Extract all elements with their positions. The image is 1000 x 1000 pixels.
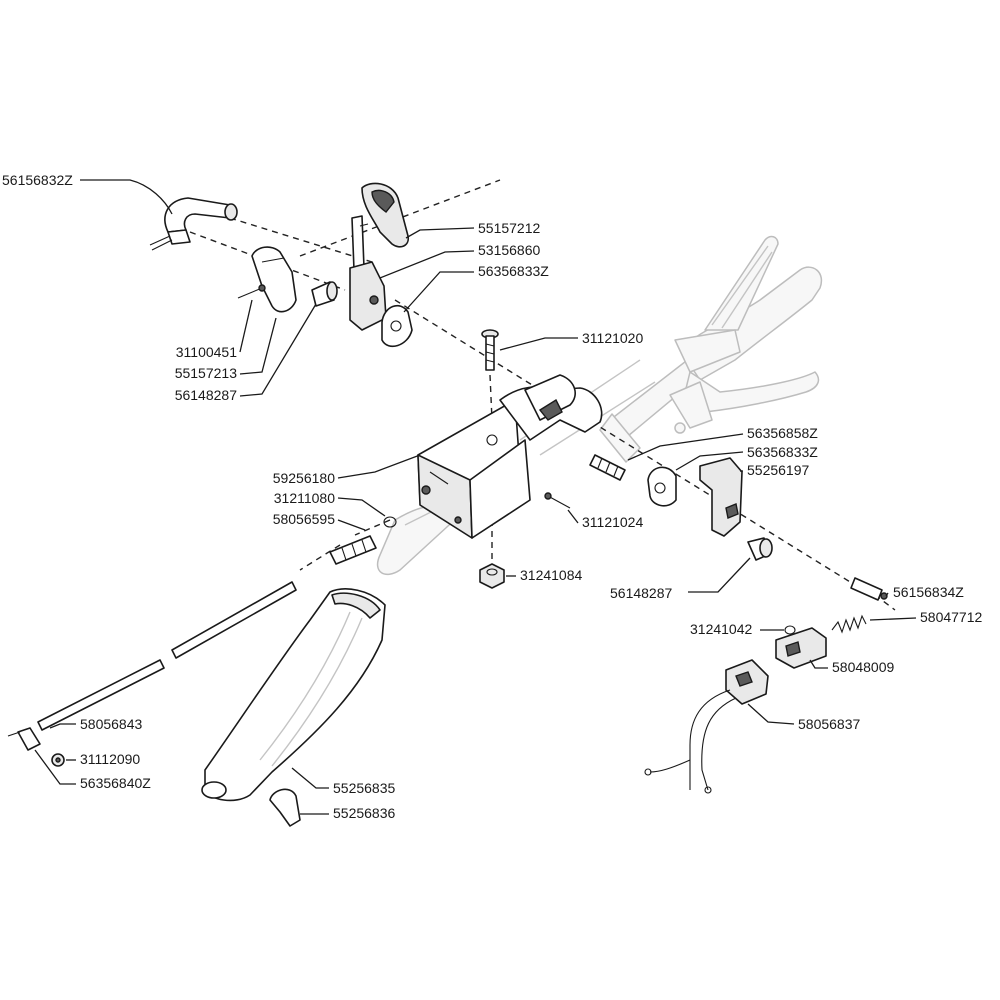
leader-line	[809, 659, 828, 669]
leader-line	[337, 519, 366, 531]
leader-line	[239, 303, 317, 397]
leader-line	[34, 749, 76, 785]
spring-pin-part	[589, 454, 626, 481]
part-number-label: 31112090	[80, 751, 140, 767]
screw-part	[237, 284, 266, 299]
lever-cap-part	[361, 182, 410, 248]
lever-bracket-part	[251, 246, 297, 313]
part-number-label: 31241084	[520, 567, 583, 583]
part-number-label: 31121020	[582, 330, 643, 346]
part-number-label: 56356833Z	[478, 263, 549, 279]
washer-part	[383, 516, 397, 528]
leader-line	[239, 317, 277, 375]
leader-line	[747, 703, 795, 725]
end-pin-part	[850, 577, 888, 601]
leader-line	[675, 451, 744, 471]
part-number-label: 55256197	[747, 462, 810, 478]
part-number-label: 56356858Z	[747, 425, 818, 441]
leader-lines	[34, 179, 917, 815]
leader-line	[239, 299, 253, 353]
leader-line	[885, 592, 889, 597]
part-number-label: 31241042	[690, 621, 753, 637]
part-number-label: 56148287	[175, 387, 238, 403]
part-number-label: 59256180	[273, 470, 336, 486]
leader-line	[337, 454, 421, 479]
handle-ghost-outline	[376, 235, 823, 576]
part-number-label: 58047712	[920, 609, 983, 625]
leader-line	[869, 617, 917, 621]
small-nut-part	[51, 753, 65, 767]
small-washer-part	[784, 625, 796, 635]
spring-part	[831, 614, 867, 634]
part-number-label: 56156832Z	[2, 172, 73, 188]
part-number-label: 58056595	[273, 511, 336, 527]
side-plate-part	[647, 466, 677, 507]
bushing-part	[311, 281, 338, 307]
side-cover-part	[699, 457, 743, 537]
main-housing-part	[417, 374, 603, 539]
part-number-label: 31211080	[274, 490, 335, 506]
washer-plate-part	[381, 304, 413, 348]
part-number-label: 56356840Z	[80, 775, 151, 791]
lever-handle-part	[149, 197, 238, 251]
leader-line	[567, 509, 579, 524]
part-number-label: 31100451	[176, 344, 237, 360]
bolt-part	[329, 535, 377, 565]
part-number-label: 55157213	[175, 365, 238, 381]
leader-line	[337, 497, 386, 517]
part-number-label: 58048009	[832, 659, 895, 675]
leader-line	[80, 179, 173, 215]
leader-line	[403, 271, 474, 313]
leader-line	[379, 250, 475, 279]
part-number-label: 56148287	[610, 585, 673, 601]
part-number-label: 53156860	[478, 242, 541, 258]
lever-arm-part	[349, 215, 387, 331]
part-number-label: 58056837	[798, 716, 861, 732]
part-number-labels: 56156832Z 55157212 53156860 56356833Z 311004…	[2, 172, 983, 821]
leader-line	[405, 227, 475, 239]
leader-line	[291, 767, 329, 789]
vertical-screw-part	[481, 329, 499, 371]
guard-clip-part	[269, 788, 301, 827]
part-number-label: 55157212	[478, 220, 541, 236]
part-number-label: 58056843	[80, 716, 143, 732]
switch-part	[775, 627, 827, 669]
wire-harness-part	[644, 659, 769, 794]
nut-part	[479, 563, 505, 589]
part-number-label: 31121024	[582, 514, 643, 530]
leader-line	[49, 723, 76, 729]
part-number-label: 56156834Z	[893, 584, 964, 600]
part-number-label: 55256836	[333, 805, 396, 821]
cable-guard-part	[201, 588, 386, 802]
leader-line	[627, 433, 744, 461]
leader-line	[499, 337, 578, 351]
side-screw-part	[544, 492, 571, 509]
swivel-part	[7, 727, 41, 751]
leader-line	[688, 557, 751, 593]
control-rod-part	[37, 581, 297, 731]
lower-bushing-part	[747, 537, 773, 561]
part-number-label: 56356833Z	[747, 444, 818, 460]
part-number-label: 55256835	[333, 780, 396, 796]
